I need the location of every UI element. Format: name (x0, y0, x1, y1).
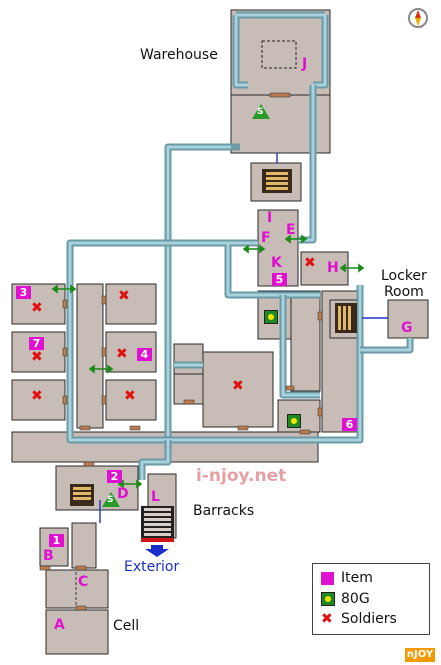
warehouse-room (230, 9, 331, 96)
label-exterior: Exterior (124, 559, 180, 575)
legend-soldiers-label: Soldiers (341, 611, 397, 627)
item-box-6[interactable]: 6 (342, 418, 357, 431)
item-label-b[interactable]: B (43, 548, 54, 564)
item-label-k[interactable]: K (271, 255, 282, 271)
corridor-cell-upper (71, 522, 97, 569)
room-small-center (173, 343, 204, 375)
stairs-north (262, 169, 292, 193)
item-box-7[interactable]: 7 (29, 337, 44, 350)
soldier-icon: ✖ (304, 255, 316, 271)
legend-item-label: Item (341, 570, 373, 586)
vent-ducts (66, 11, 414, 480)
item-label-c[interactable]: C (78, 574, 89, 590)
exterior-arrow (145, 545, 169, 557)
map-legend: Item 80G ✖ Soldiers (312, 563, 430, 635)
soldier-icon: ✖ (31, 349, 43, 365)
legend-gold-icon (321, 592, 335, 606)
label-locker-room: Locker Room (381, 268, 427, 301)
item-box-1[interactable]: 1 (49, 534, 64, 547)
item-box-4[interactable]: 4 (137, 348, 152, 361)
soldier-icon: ✖ (31, 388, 43, 404)
njoy-badge: nJOY (405, 648, 435, 662)
item-label-g[interactable]: G (401, 320, 413, 336)
room-big-center (202, 351, 274, 428)
save-point-icon: S (102, 492, 120, 507)
gold-icon (264, 310, 278, 324)
corridor-left (76, 283, 104, 429)
save-point-icon: S (252, 104, 270, 119)
item-label-e[interactable]: E (286, 222, 296, 238)
item-label-h[interactable]: H (327, 260, 339, 276)
legend-soldier-icon: ✖ (321, 611, 333, 627)
stairs-south (70, 484, 94, 506)
room-mid-3 (105, 379, 157, 421)
item-label-i[interactable]: I (267, 210, 273, 226)
room-small-center-2 (173, 373, 204, 405)
room-right-column (290, 290, 321, 392)
watermark: i-njoy.net (196, 466, 287, 486)
legend-item-swatch (321, 572, 334, 585)
soldier-icon: ✖ (31, 300, 43, 316)
soldier-icon: ✖ (118, 288, 130, 304)
item-label-f[interactable]: F (261, 230, 271, 246)
item-box-2[interactable]: 2 (107, 470, 122, 483)
doors (39, 92, 323, 611)
item-label-j[interactable]: J (302, 56, 308, 72)
soldier-icon: ✖ (116, 346, 128, 362)
label-cell: Cell (113, 618, 140, 634)
label-warehouse: Warehouse (140, 47, 218, 63)
passage-arrows (51, 234, 365, 489)
gold-icon (287, 414, 301, 428)
soldier-icon: ✖ (232, 378, 244, 394)
room-c (45, 569, 109, 609)
item-box-3[interactable]: 3 (16, 286, 31, 299)
stairs-exit (141, 506, 174, 542)
room-top-mid (105, 283, 157, 325)
item-label-a[interactable]: A (54, 617, 65, 633)
soldier-icon: ✖ (124, 388, 136, 404)
warehouse-crate (261, 40, 297, 69)
compass-icon (408, 8, 428, 28)
item-label-d[interactable]: D (117, 486, 129, 502)
item-label-l[interactable]: L (151, 489, 160, 505)
stair-room-south (55, 465, 139, 511)
room-a (45, 609, 109, 655)
item-box-5[interactable]: 5 (272, 273, 287, 286)
legend-gold-label: 80G (341, 591, 370, 607)
label-barracks: Barracks (193, 503, 255, 519)
stairs-east (335, 303, 357, 333)
